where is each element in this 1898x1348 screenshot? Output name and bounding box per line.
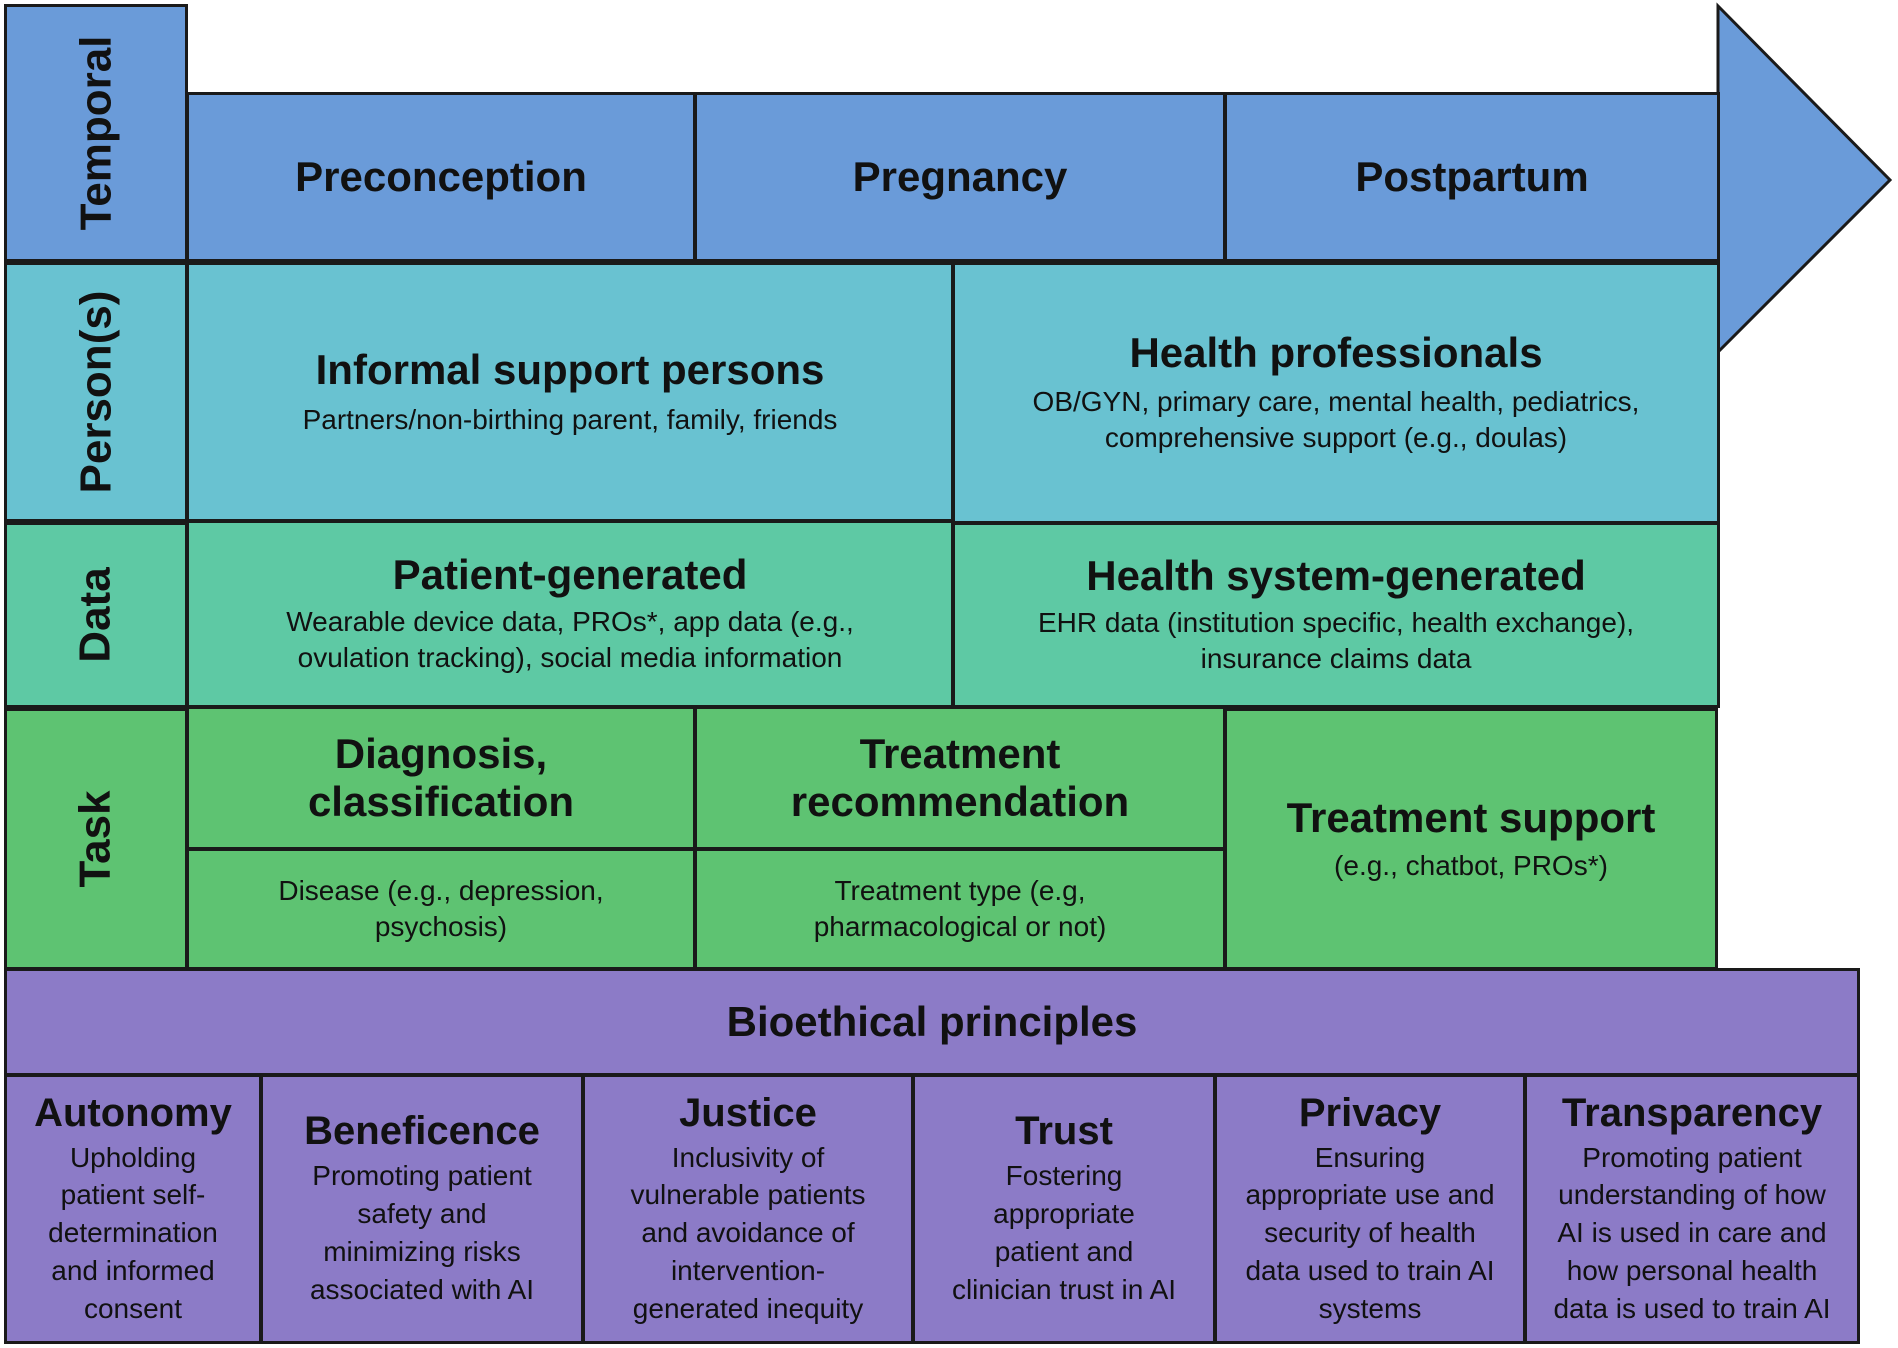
principle-transparency: Transparency Promoting patient understan… (1524, 1074, 1860, 1344)
principle-transparency-line: AI is used in care and (1557, 1217, 1827, 1249)
patient-generated-desc-1: Wearable device data, PROs*, app data (e… (286, 605, 854, 637)
patient-generated-title: Patient-generated (392, 551, 748, 599)
principle-privacy-line: systems (1318, 1292, 1422, 1324)
stage-pregnancy: Pregnancy (694, 92, 1226, 262)
persons-label: Person(s) (71, 290, 121, 494)
data-label: Data (71, 567, 120, 663)
principle-trust-line: Fostering (1005, 1160, 1123, 1192)
principle-autonomy-line: and informed (51, 1254, 215, 1286)
bioethics-header: Bioethical principles (726, 997, 1138, 1045)
stage-preconception: Preconception (186, 92, 696, 262)
temporal-label: Temporal (71, 35, 120, 231)
health-professionals-title: Health professionals (1129, 329, 1543, 377)
principle-justice-line: vulnerable patients (630, 1179, 866, 1211)
treatment-rec-desc-1: Treatment type (e.g, (834, 874, 1086, 906)
principle-beneficence-line: associated with AI (309, 1273, 535, 1305)
principle-autonomy-line: Upholding (69, 1141, 197, 1173)
principle-justice: Justice Inclusivity of vulnerable patien… (582, 1074, 914, 1344)
diagnosis-desc-1: Disease (e.g., depression, (278, 874, 604, 906)
stage-postpartum-label: Postpartum (1355, 152, 1589, 200)
row-label-task: Task (4, 708, 188, 970)
bioethics-header-box: Bioethical principles (4, 968, 1860, 1076)
diagnosis-desc-2: psychosis) (374, 911, 508, 942)
informal-support-title: Informal support persons (315, 345, 825, 393)
principle-privacy-line: data used to train AI (1245, 1254, 1495, 1286)
principle-privacy-line: security of health (1264, 1217, 1476, 1249)
principle-autonomy-line: consent (83, 1292, 183, 1324)
row-label-data: Data (4, 522, 188, 708)
principle-transparency-line: understanding of how (1558, 1179, 1826, 1211)
row-label-persons: Person(s) (4, 262, 188, 522)
treatment-rec-desc-box: Treatment type (e.g, pharmacological or … (694, 848, 1226, 970)
treatment-rec-desc-2: pharmacological or not) (813, 911, 1107, 942)
diagnosis-title-1: Diagnosis, (334, 729, 548, 777)
principle-justice-line: Inclusivity of (671, 1141, 825, 1173)
patient-generated-box: Patient-generated Wearable device data, … (186, 520, 954, 708)
row-label-temporal: Temporal (4, 4, 188, 262)
principle-beneficence-line: Promoting patient (312, 1160, 532, 1192)
treatment-support-desc: (e.g., chatbot, PROs*) (1334, 849, 1608, 881)
diagnosis-desc-box: Disease (e.g., depression, psychosis) (186, 848, 696, 970)
diagnosis-title-box: Diagnosis, classification (186, 706, 696, 850)
diagnosis-title-2: classification (307, 778, 575, 825)
principle-privacy-title: Privacy (1298, 1090, 1442, 1135)
principle-beneficence-line: safety and (357, 1198, 487, 1230)
stage-postpartum: Postpartum (1224, 92, 1720, 262)
principle-justice-title: Justice (679, 1090, 817, 1135)
principle-transparency-title: Transparency (1561, 1090, 1823, 1135)
health-professionals-desc-1: OB/GYN, primary care, mental health, ped… (1032, 385, 1640, 417)
principle-autonomy: Autonomy Upholding patient self- determi… (4, 1074, 262, 1344)
treatment-support-box: Treatment support (e.g., chatbot, PROs*) (1224, 708, 1718, 970)
principle-autonomy-line: patient self- (60, 1179, 206, 1211)
principle-transparency-line: how personal health (1566, 1254, 1818, 1286)
health-professionals-box: Health professionals OB/GYN, primary car… (952, 262, 1720, 524)
principle-trust-line: appropriate (993, 1198, 1135, 1230)
system-generated-desc-2: insurance claims data (1200, 643, 1472, 675)
principle-beneficence-title: Beneficence (304, 1109, 540, 1154)
principle-justice-line: generated inequity (632, 1292, 864, 1324)
stage-pregnancy-label: Pregnancy (852, 152, 1068, 200)
principle-privacy: Privacy Ensuring appropriate use and sec… (1214, 1074, 1526, 1344)
treatment-rec-title-2: recommendation (790, 778, 1130, 825)
patient-generated-desc-2: ovulation tracking), social media inform… (297, 642, 843, 674)
informal-support-desc: Partners/non-birthing parent, family, fr… (302, 403, 838, 435)
principle-beneficence: Beneficence Promoting patient safety and… (260, 1074, 584, 1344)
treatment-support-title: Treatment support (1286, 793, 1656, 841)
principle-trust-line: clinician trust in AI (951, 1273, 1177, 1305)
principle-privacy-line: appropriate use and (1245, 1179, 1495, 1211)
principle-privacy-line: Ensuring (1314, 1141, 1426, 1173)
principle-trust-line: patient and (994, 1236, 1134, 1267)
system-generated-title: Health system-generated (1086, 552, 1586, 600)
treatment-rec-title-1: Treatment (859, 729, 1061, 777)
task-label: Task (71, 790, 120, 888)
health-professionals-desc-2: comprehensive support (e.g., doulas) (1104, 422, 1568, 454)
principle-beneficence-line: minimizing risks (323, 1236, 521, 1267)
principle-trust: Trust Fostering appropriate patient and … (912, 1074, 1216, 1344)
principle-autonomy-line: determination (48, 1217, 218, 1249)
system-generated-desc-1: EHR data (institution specific, health e… (1037, 606, 1635, 638)
principle-transparency-line: Promoting patient (1582, 1141, 1802, 1173)
principle-justice-line: intervention- (670, 1254, 826, 1286)
principle-trust-title: Trust (1015, 1109, 1113, 1154)
informal-support-box: Informal support persons Partners/non-bi… (186, 262, 954, 522)
system-generated-box: Health system-generated EHR data (instit… (952, 522, 1720, 708)
principle-autonomy-title: Autonomy (34, 1090, 232, 1135)
principle-transparency-line: data is used to train AI (1553, 1292, 1831, 1324)
principle-justice-line: and avoidance of (641, 1217, 855, 1249)
treatment-rec-title-box: Treatment recommendation (694, 706, 1226, 850)
stage-preconception-label: Preconception (295, 152, 587, 200)
